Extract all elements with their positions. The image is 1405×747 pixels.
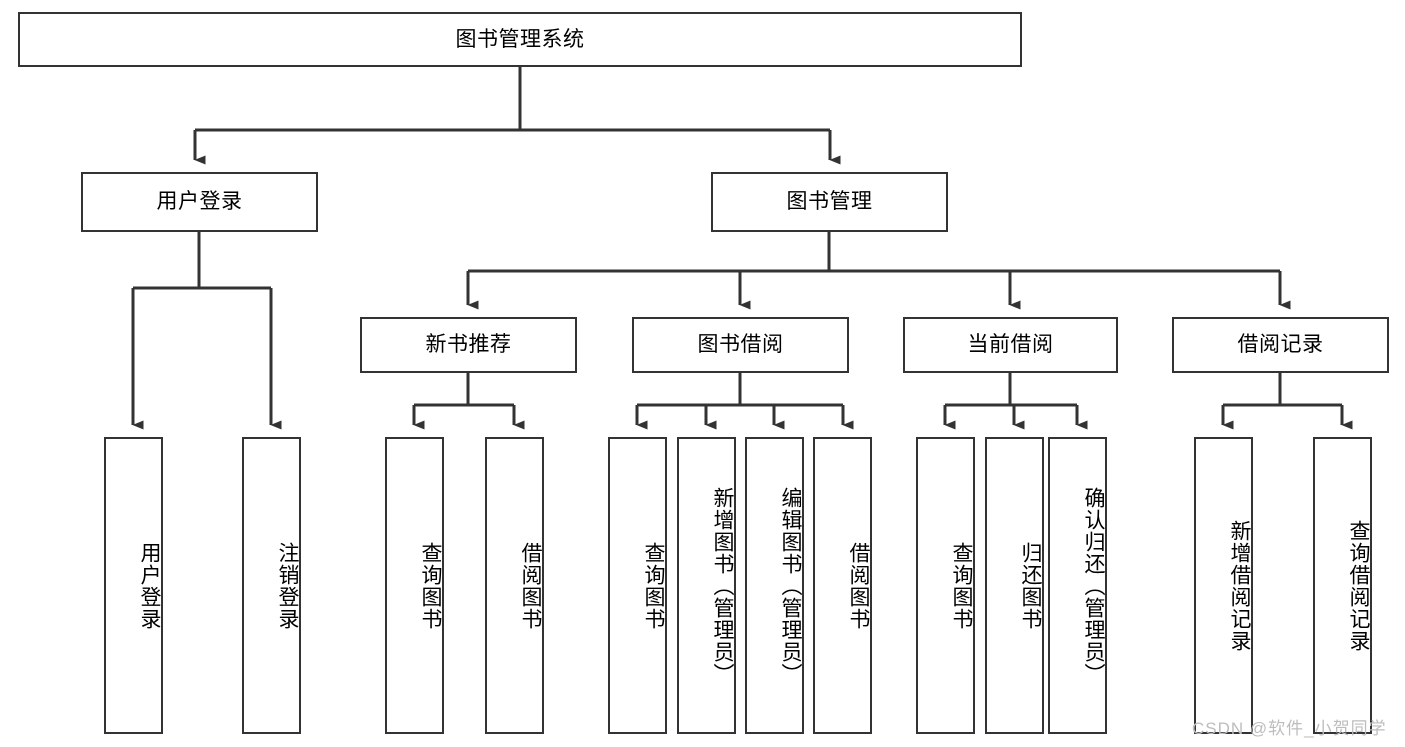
node-leaf-return-book[interactable]: 归还图书 <box>985 437 1044 734</box>
node-current-borrow-label: 当前借阅 <box>967 333 1054 357</box>
node-book-manage-label: 图书管理 <box>786 190 873 214</box>
node-leaf-borrow-book-1[interactable]: 借阅图书 <box>485 437 544 734</box>
node-current-borrow[interactable]: 当前借阅 <box>903 317 1118 373</box>
node-leaf-borrow-book-2[interactable]: 借阅图书 <box>813 437 872 734</box>
node-leaf-query-book-3[interactable]: 查询图书 <box>916 437 975 734</box>
node-book-borrow-label: 图书借阅 <box>697 333 784 357</box>
node-borrow-record[interactable]: 借阅记录 <box>1172 317 1389 373</box>
node-leaf-user-login[interactable]: 用户登录 <box>104 437 163 734</box>
node-leaf-add-book-label: 新增图书（管理员） <box>711 486 734 685</box>
node-leaf-edit-book-label: 编辑图书（管理员） <box>779 486 802 685</box>
node-leaf-confirm-return-label: 确认归还（管理员） <box>1082 486 1105 685</box>
node-user-login-label: 用户登录 <box>156 190 243 214</box>
node-new-book-recommend[interactable]: 新书推荐 <box>360 317 577 373</box>
node-new-book-recommend-label: 新书推荐 <box>425 333 512 357</box>
node-leaf-add-book[interactable]: 新增图书（管理员） <box>677 437 736 734</box>
node-borrow-record-label: 借阅记录 <box>1237 333 1324 357</box>
node-root-label: 图书管理系统 <box>455 27 585 51</box>
node-leaf-query-record-label: 查询借阅记录 <box>1347 519 1370 652</box>
node-book-borrow[interactable]: 图书借阅 <box>632 317 849 373</box>
node-leaf-logout-login-label: 注销登录 <box>276 541 299 630</box>
node-root[interactable]: 图书管理系统 <box>18 12 1022 67</box>
node-leaf-query-record[interactable]: 查询借阅记录 <box>1313 437 1372 734</box>
node-leaf-query-book-2-label: 查询图书 <box>642 541 665 630</box>
node-user-login[interactable]: 用户登录 <box>81 172 318 232</box>
node-leaf-add-record-label: 新增借阅记录 <box>1228 519 1251 652</box>
node-leaf-query-book-2[interactable]: 查询图书 <box>608 437 667 734</box>
node-leaf-edit-book[interactable]: 编辑图书（管理员） <box>745 437 804 734</box>
node-leaf-borrow-book-1-label: 借阅图书 <box>519 541 542 630</box>
node-leaf-query-book-1-label: 查询图书 <box>419 541 442 630</box>
node-book-manage[interactable]: 图书管理 <box>711 172 948 232</box>
node-leaf-user-login-label: 用户登录 <box>138 541 161 630</box>
node-leaf-add-record[interactable]: 新增借阅记录 <box>1194 437 1253 734</box>
node-leaf-query-book-3-label: 查询图书 <box>950 541 973 630</box>
node-leaf-return-book-label: 归还图书 <box>1019 541 1042 630</box>
node-leaf-borrow-book-2-label: 借阅图书 <box>847 541 870 630</box>
node-leaf-query-book-1[interactable]: 查询图书 <box>385 437 444 734</box>
node-leaf-logout-login[interactable]: 注销登录 <box>242 437 301 734</box>
node-leaf-confirm-return[interactable]: 确认归还（管理员） <box>1048 437 1107 734</box>
